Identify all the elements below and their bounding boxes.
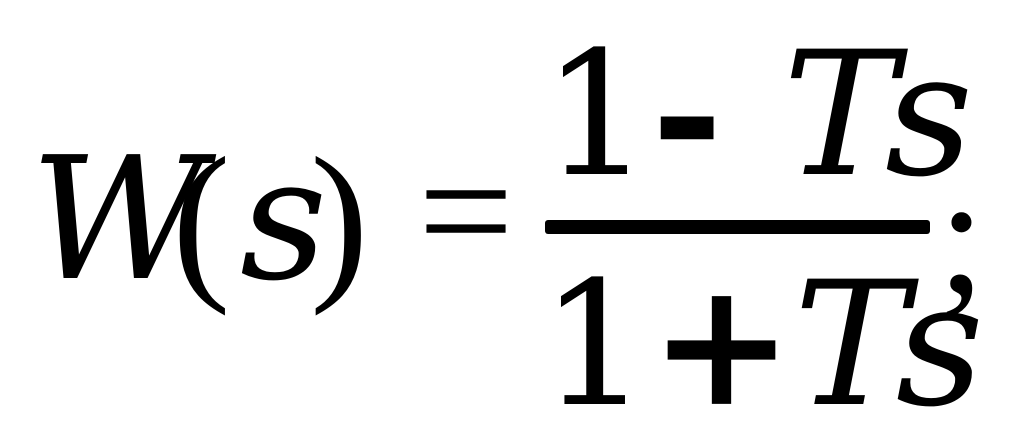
numerator-operator: - xyxy=(651,12,783,215)
fraction-denominator: 1+Ts xyxy=(540,258,984,431)
semicolon: ; xyxy=(938,141,986,329)
fraction-bar xyxy=(545,220,930,234)
close-parenthesis: ) xyxy=(310,122,369,317)
numerator-constant: 1 xyxy=(542,14,652,215)
numerator-variable: Ts xyxy=(782,14,974,215)
function-name: W xyxy=(30,121,205,319)
function-argument: s xyxy=(240,121,328,319)
denominator-variable: Ts xyxy=(793,244,985,445)
fraction-numerator: 1- Ts xyxy=(542,28,973,201)
denominator-operator: + xyxy=(649,242,794,445)
open-parenthesis: ( xyxy=(172,122,231,317)
equals-sign: = xyxy=(418,117,514,305)
denominator-constant: 1 xyxy=(540,244,650,445)
